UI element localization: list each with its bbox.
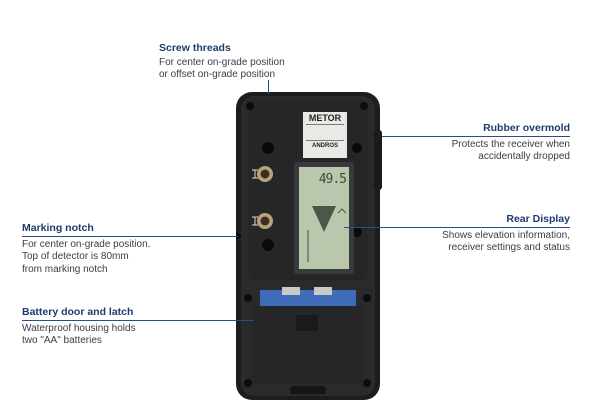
hole-2	[262, 239, 274, 251]
thread-symbol-lower	[252, 216, 258, 226]
bottom-foot	[290, 386, 326, 394]
device-label-sticker	[303, 112, 347, 158]
latch-clip-right	[314, 287, 332, 295]
bolt-bottom-left	[244, 379, 252, 387]
bolt-bottom-right	[363, 379, 371, 387]
rear-display-desc-line: receiver settings and status	[448, 242, 570, 253]
screw-threads-leader	[268, 80, 269, 94]
battery-door-title: Battery door and latch	[22, 306, 134, 318]
battery-door-logo	[296, 315, 318, 331]
latch-clip-left	[282, 287, 300, 295]
battery-door	[252, 306, 364, 384]
hole-4	[352, 227, 362, 237]
screw-threads-desc-line: or offset on-grade position	[159, 69, 276, 80]
device-brand-label: METOR	[308, 113, 342, 123]
screw-threads-desc-line: For center on-grade position	[159, 56, 285, 68]
bolt-top-right	[360, 102, 368, 110]
rubber-overmold-leader	[382, 136, 570, 137]
marking-notch-desc-line: For center on-grade position.	[22, 238, 151, 250]
callout-rubber-overmold: Rubber overmold Protects the receiver wh…	[400, 122, 570, 164]
screw-threads-title: Screw threads	[159, 42, 231, 54]
marking-notch-desc-line: Top of detector is 80mm	[22, 251, 129, 262]
battery-door-leader	[22, 320, 254, 321]
marking-notch-leader	[22, 236, 238, 237]
marking-notch	[236, 232, 242, 240]
lcd-arrow	[312, 206, 336, 232]
marking-notch-desc-line: from marking notch	[22, 263, 108, 275]
callout-battery-door: Battery door and latch Waterproof housin…	[22, 306, 202, 348]
bolt-mid-right	[363, 294, 371, 302]
rear-display-title: Rear Display	[506, 213, 570, 225]
callout-rear-display: Rear Display Shows elevation information…	[400, 213, 570, 255]
bolt-mid-left	[244, 294, 252, 302]
rubber-overmold-desc-line: accidentally dropped	[478, 151, 570, 162]
callout-screw-threads: Screw threads For center on-grade positi…	[159, 42, 329, 82]
hole-3	[352, 143, 362, 153]
rear-display-leader	[344, 227, 570, 228]
bolt-top-left	[246, 102, 254, 110]
lcd-elevation-reading: 49.5	[318, 172, 347, 187]
device-model-label: ANDROS	[311, 143, 338, 149]
marking-notch-title: Marking notch	[22, 222, 94, 234]
rubber-overmold-title: Rubber overmold	[483, 122, 570, 134]
callout-marking-notch: Marking notch For center on-grade positi…	[22, 222, 202, 276]
thread-symbol-upper	[252, 169, 258, 179]
hole-1	[262, 142, 274, 154]
rubber-overmold-desc-line: Protects the receiver when	[451, 138, 570, 150]
battery-door-desc-line: Waterproof housing holds	[22, 322, 136, 334]
battery-latch-area	[260, 290, 356, 307]
battery-door-desc-line: two "AA" batteries	[22, 335, 102, 346]
rear-display-desc-line: Shows elevation information,	[442, 229, 570, 241]
rubber-overmold-side	[374, 130, 382, 190]
